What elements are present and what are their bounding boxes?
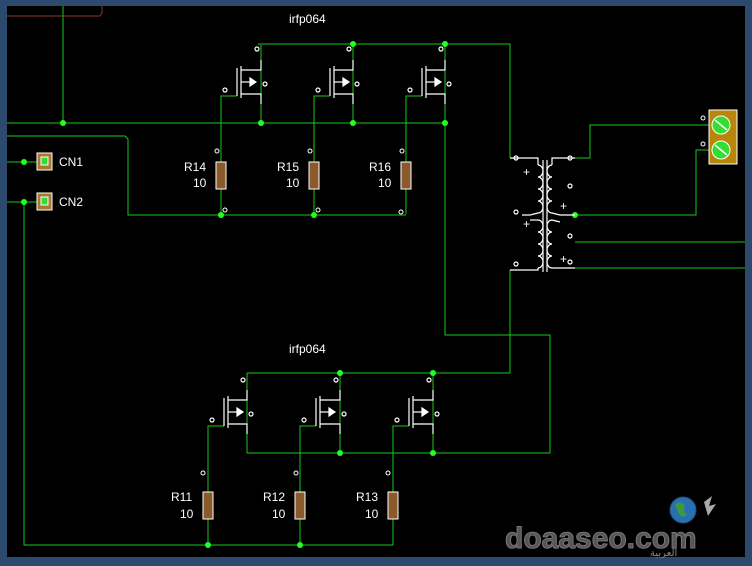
mosfet-q-bottom-3 [394,377,440,434]
board-trace [7,6,103,17]
resistor-r12-value: 10 [272,507,286,521]
resistor-r15-ref: R15 [277,160,299,174]
mosfet-bank-bottom [209,377,440,434]
watermark: doaaseo.com العربية [505,496,716,559]
resistor-r14-ref: R14 [184,160,206,174]
transformer-polarity-marks: + + + + [523,165,567,266]
resistor-r15-value: 10 [286,176,300,190]
watermark-text: doaaseo.com [505,522,697,555]
terminal-block[interactable] [700,109,738,165]
connectors [36,152,53,211]
drawing-area [7,6,745,557]
connector-cn1[interactable] [36,152,53,171]
resistor-r14-value: 10 [193,176,207,190]
resistor-r13-ref: R13 [356,490,378,504]
mosfet-bank-top [222,46,452,104]
transformer-mark-2: + [560,199,567,213]
transformer [510,155,575,272]
resistor-r12-ref: R12 [263,490,285,504]
mosfet-q-bottom-1 [209,377,254,434]
resistor-r16[interactable] [400,161,412,190]
transformer-mark-4: + [560,252,567,266]
connector-cn2-label: CN2 [59,195,83,209]
watermark-subtext: العربية [650,548,677,559]
mosfet-q-top-2 [315,46,360,104]
globe-land [675,502,687,517]
connector-cn1-label: CN1 [59,155,83,169]
resistor-r16-ref: R16 [369,160,391,174]
resistor-r11-value: 10 [180,507,194,521]
wires [7,6,745,546]
resistor-r14[interactable] [215,161,227,190]
resistors [200,148,412,520]
mosfet-bank-bottom-label: irfp064 [289,342,326,356]
resistor-r11-ref: R11 [171,490,192,504]
transformer-mark-3: + [523,217,530,231]
resistor-r13-value: 10 [365,507,379,521]
mosfet-bank-top-label: irfp064 [289,12,326,26]
resistor-r12[interactable] [294,491,306,520]
mosfet-q-top-3 [407,46,452,104]
resistor-r13[interactable] [387,491,399,520]
junctions [21,41,578,548]
connector-cn2[interactable] [36,192,53,211]
mosfet-q-bottom-2 [301,377,347,434]
resistor-r11[interactable] [202,491,214,520]
transformer-mark-1: + [523,165,530,179]
resistor-r16-value: 10 [378,176,392,190]
resistor-r15[interactable] [308,161,320,190]
mosfet-q-top-1 [222,46,268,104]
feather-icon [704,496,716,516]
